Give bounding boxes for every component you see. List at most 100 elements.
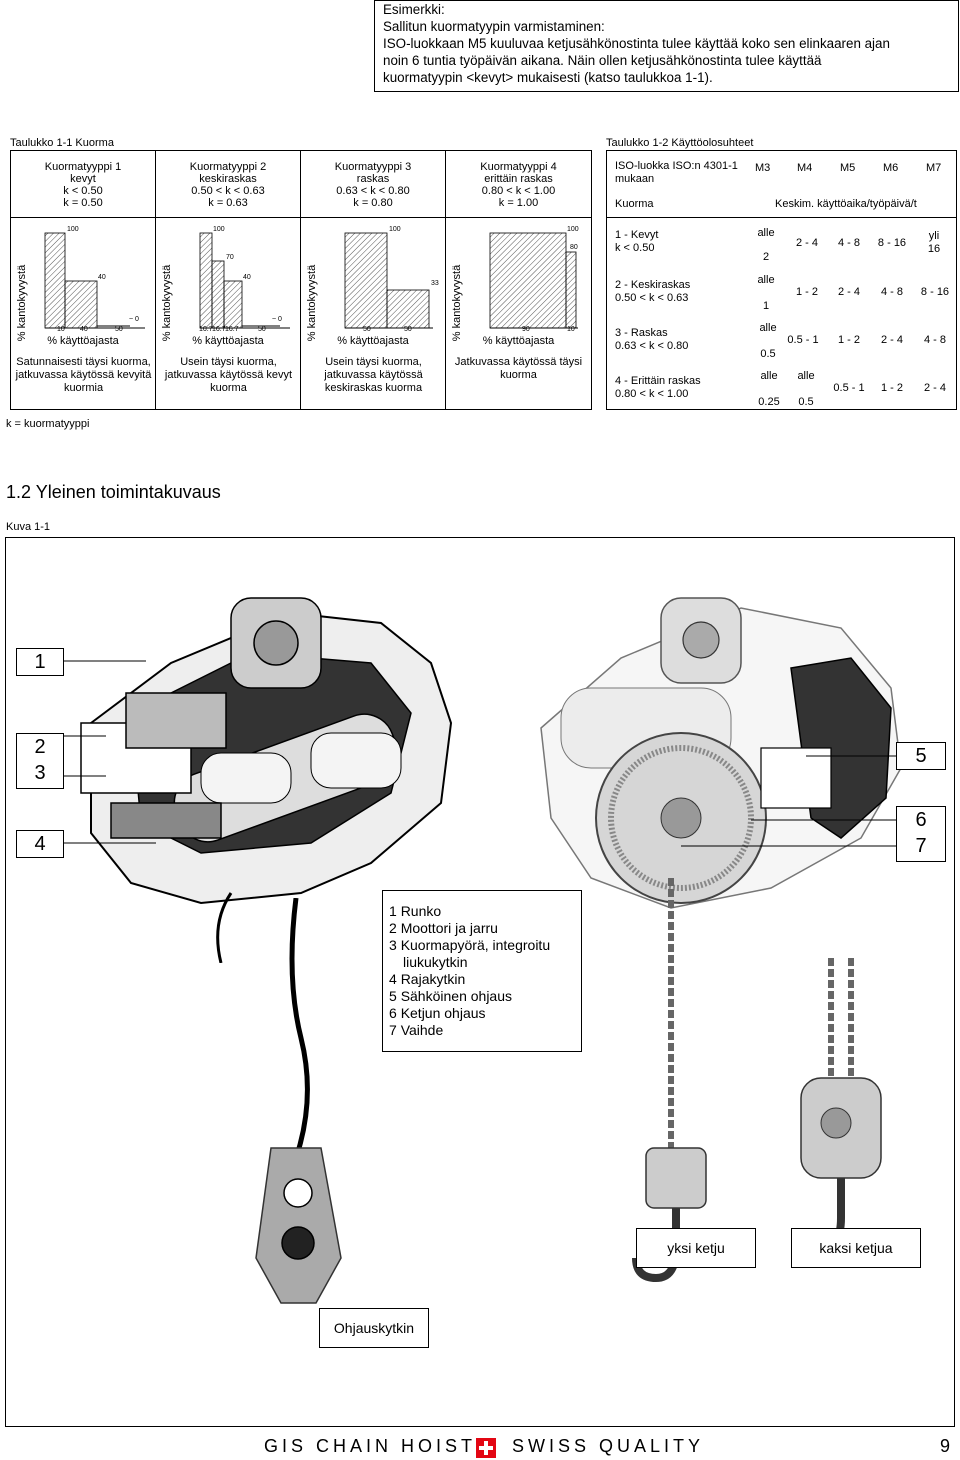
- legend-text: Vaihde: [400, 1022, 444, 1038]
- cell: 8 - 16: [877, 237, 907, 249]
- cell: alle 0.25: [758, 370, 780, 408]
- swiss-flag-icon: [476, 1438, 496, 1458]
- tick-label: 40: [98, 274, 106, 281]
- cell: 4 - 8: [837, 237, 860, 249]
- figure-frame: 1 2 3 4 5 6 7 yksi ketju kaksi ketjua Oh…: [5, 537, 955, 1427]
- control-switch-label: Ohjauskytkin: [319, 1308, 429, 1348]
- load-description: Usein täysi kuorma, jatkuvassa käytössä …: [324, 356, 423, 394]
- tick-label: 50: [258, 326, 266, 333]
- row-load-type: 2 - Keskiraskas 0.50 < k < 0.63: [615, 279, 690, 305]
- callout-6-7: 6 7: [896, 806, 946, 862]
- type-name: Kuormatyyppi 1: [44, 161, 122, 173]
- load-diagram: 100 80: [489, 226, 579, 329]
- tick-label: 80: [570, 244, 578, 251]
- callout-2: 2: [34, 736, 46, 758]
- legend-text: Moottori ja jarru: [400, 920, 498, 936]
- load-type-3: Kuormatyyppi 3 raskas 0.63 < k < 0.80 k …: [301, 151, 446, 409]
- row-range: 0.63 < k < 0.80: [615, 340, 689, 352]
- cell: 2 - 4: [795, 237, 818, 249]
- tick-label: 40: [80, 326, 88, 333]
- legend-item: 7 Vaihde: [389, 1022, 581, 1039]
- tick-label: 100: [213, 226, 225, 233]
- k-value: k = 0.80: [353, 197, 393, 209]
- legend-item: 2 Moottori ja jarru: [389, 920, 581, 937]
- example-line: Sallitun kuormatyypin varmistaminen:: [383, 19, 605, 34]
- type-label: erittäin raskas: [484, 173, 553, 185]
- legend-item: 4 Rajakytkin: [389, 971, 581, 988]
- row-range: 0.80 < k < 1.00: [615, 388, 689, 400]
- load-description: Jatkuvassa käytössä täysi kuorma: [454, 356, 583, 381]
- row-load-type: 4 - Erittäin raskas 0.80 < k < 1.00: [615, 375, 701, 401]
- legend-item: 6 Ketjun ohjaus: [389, 1005, 581, 1022]
- legend-item: 1 Runko: [389, 903, 581, 920]
- cell: 0.5 - 1: [833, 382, 865, 394]
- single-chain-hook: [632, 878, 707, 1283]
- legend-item: liukukytkin: [389, 954, 581, 971]
- footer-left-text: GIS CHAIN HOIST: [264, 1436, 477, 1456]
- class-m7: M7: [926, 162, 942, 174]
- page-number: 9: [940, 1436, 951, 1456]
- tick-label: 16.7: [212, 326, 226, 333]
- legend-text: Sähköinen ohjaus: [400, 988, 512, 1004]
- load-description: Satunnaisesti täysi kuorma, jatkuvassa k…: [15, 356, 152, 394]
- tick-label: 50: [115, 326, 123, 333]
- row-range: 0.50 < k < 0.63: [615, 292, 689, 304]
- column-header: Kuormatyyppi 3 raskas 0.63 < k < 0.80 k …: [301, 161, 445, 209]
- load-bar: [344, 232, 388, 329]
- column-header: Kuormatyyppi 1 kevyt k < 0.50 k = 0.50: [11, 161, 155, 209]
- class-m3: M3: [755, 162, 771, 174]
- cell: 0.5 - 1: [787, 334, 819, 346]
- callout-3: 3: [34, 762, 46, 784]
- column-header: Kuormatyyppi 2 keskiraskas 0.50 < k < 0.…: [156, 161, 300, 209]
- type-label: raskas: [356, 173, 390, 185]
- hoist-transparent-illustration: [540, 597, 902, 909]
- legend-text: Rajakytkin: [400, 971, 466, 987]
- cell: 1 - 2: [795, 286, 818, 298]
- type-label: kevyt: [70, 173, 96, 185]
- cell: 2 - 4: [923, 382, 946, 394]
- tick-label: 100: [67, 226, 79, 233]
- cell: 2 - 4: [880, 334, 903, 346]
- x-ticks: 90 10: [470, 326, 588, 336]
- legend-item: 5 Sähköinen ohjaus: [389, 988, 581, 1005]
- tick-label: 16.7: [199, 326, 213, 333]
- row-label: 2 - Keskiraskas: [615, 279, 691, 291]
- table-header-divider: [607, 217, 956, 218]
- load-bar: [64, 280, 98, 329]
- avg-runtime-label: Keskim. käyttöaika/työpäivä/t: [775, 198, 917, 210]
- table2-caption: Taulukko 1-2 Käyttöolosuhteet: [606, 137, 754, 149]
- tick-label: 33: [431, 280, 439, 287]
- legend-text: Ketjun ohjaus: [400, 1005, 486, 1021]
- tick-label: 40: [243, 274, 251, 281]
- callout-1: 1: [16, 648, 64, 676]
- x-axis-label: % käyttöajasta: [482, 335, 555, 347]
- load-bar: [386, 289, 430, 329]
- table1-caption: Taulukko 1-1 Kuorma: [10, 137, 114, 149]
- cell: alle 0.5: [797, 370, 815, 408]
- row-label: 1 - Kevyt: [615, 229, 659, 241]
- tick-label: 70: [226, 254, 234, 261]
- cell: yli 16: [927, 230, 941, 255]
- legend-text: liukukytkin: [403, 954, 468, 970]
- tick-label: ~ 0: [272, 316, 282, 323]
- legend-number: 7: [389, 1022, 397, 1038]
- cell: 1 - 2: [880, 382, 903, 394]
- legend-number: 4: [389, 971, 397, 987]
- section-heading: 1.2 Yleinen toimintakuvaus: [6, 482, 221, 502]
- type-name: Kuormatyyppi 2: [189, 161, 267, 173]
- row-load-type: 1 - Kevyt k < 0.50: [615, 229, 658, 255]
- x-ticks: 10 40 50: [35, 326, 153, 336]
- callout-7: 7: [915, 835, 927, 857]
- example-line: noin 6 tuntia työpäivän aikana. Näin oll…: [383, 53, 822, 68]
- legend-number: 2: [389, 920, 397, 936]
- legend-number: 5: [389, 988, 397, 1004]
- load-label: Kuorma: [615, 198, 654, 210]
- callout-6: 6: [915, 809, 927, 831]
- load-bar: [565, 251, 577, 329]
- k-range: 0.80 < k < 1.00: [481, 185, 556, 197]
- legend-text: Runko: [400, 903, 442, 919]
- load-type-1: Kuormatyyppi 1 kevyt k < 0.50 k = 0.50 %…: [11, 151, 156, 409]
- tick-label: 50: [404, 326, 412, 333]
- cell: alle 1: [757, 274, 775, 312]
- figure-caption: Kuva 1-1: [6, 521, 51, 533]
